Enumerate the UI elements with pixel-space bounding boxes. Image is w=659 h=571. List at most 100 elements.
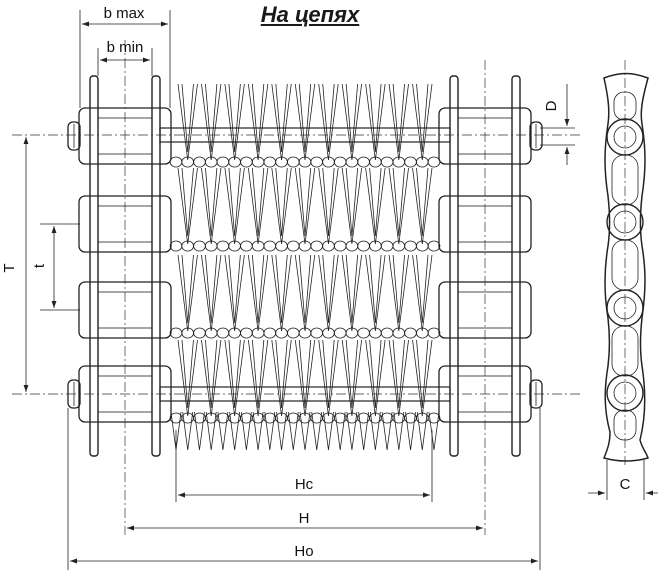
mesh-fringe (205, 411, 217, 451)
mesh-loop (169, 156, 183, 168)
mesh-loop (286, 240, 300, 252)
mesh-wire (201, 254, 222, 332)
mesh-wire (388, 339, 409, 417)
right-roller-3 (457, 291, 513, 329)
mesh-loop (357, 156, 370, 168)
left-pin-head-top (67, 121, 81, 151)
right-outer-plate-a (449, 75, 459, 457)
mesh-fringe (381, 411, 393, 451)
mesh-wire (201, 167, 222, 245)
mesh-fringe (299, 411, 311, 451)
mesh-wire (318, 254, 339, 332)
mesh-wire (201, 339, 222, 417)
mesh-fringe (323, 411, 334, 451)
label-b-max: b max (104, 5, 145, 22)
side-link-3 (611, 325, 639, 377)
mesh-loop (286, 156, 300, 168)
mesh-wire (177, 254, 198, 332)
mesh-wire (271, 254, 292, 332)
mesh-loop (380, 327, 394, 339)
wire-mesh-belt (169, 83, 441, 451)
mesh-loop (169, 327, 183, 339)
dim-hc (175, 430, 433, 502)
mesh-wire (412, 254, 433, 332)
mesh-loop (240, 156, 253, 168)
mesh-fringe (369, 411, 381, 451)
cross-rods (159, 127, 451, 402)
mesh-loop (357, 240, 370, 252)
right-pin-head-top (529, 121, 543, 151)
mesh-fringe (405, 411, 416, 451)
dim-b-max (79, 10, 171, 108)
mesh-loop (357, 327, 370, 339)
mesh-loop (169, 240, 183, 252)
mesh-fringe (358, 411, 370, 451)
mesh-wire (247, 83, 269, 161)
mesh-fringe (229, 411, 241, 451)
label-t-large: T (1, 263, 18, 272)
mesh-fringe (182, 411, 194, 451)
mesh-wire (224, 167, 245, 245)
mesh-loop (427, 240, 441, 252)
mesh-wire (412, 83, 433, 161)
mesh-loop (240, 240, 253, 252)
mesh-wire (341, 83, 363, 161)
mesh-wire (271, 167, 292, 245)
label-ho: Ho (294, 543, 313, 560)
mesh-fringe (346, 411, 358, 451)
mesh-loop (380, 240, 394, 252)
mesh-fringe (264, 411, 276, 451)
mesh-fringe (311, 411, 323, 451)
mesh-loop (216, 156, 230, 168)
mesh-wire (412, 167, 433, 245)
mesh-wire (247, 339, 269, 417)
mesh-loop (263, 327, 277, 339)
mesh-fringe (240, 411, 252, 451)
mesh-wire (271, 83, 292, 161)
mesh-loop (310, 156, 324, 168)
side-link-2 (611, 239, 639, 291)
left-outer-plate-a (89, 75, 99, 457)
mesh-wire (294, 339, 316, 417)
mesh-fringe (416, 411, 428, 451)
mesh-loop (310, 327, 324, 339)
label-t-small: t (31, 263, 48, 268)
label-hc: Hc (295, 476, 314, 493)
mesh-wire (318, 83, 339, 161)
mesh-wire (177, 167, 198, 245)
right-chain (438, 75, 543, 457)
mesh-wire (224, 83, 245, 161)
mesh-wire (177, 339, 198, 417)
centerlines (12, 40, 626, 535)
mesh-wire (365, 254, 386, 332)
mesh-wire (177, 83, 198, 161)
mesh-fringe (252, 411, 264, 451)
mesh-wire (247, 254, 269, 332)
dim-d (540, 84, 575, 165)
mesh-wire (388, 83, 409, 161)
mesh-fringe (393, 411, 405, 451)
mesh-loop (216, 240, 230, 252)
mesh-fringe (428, 411, 440, 451)
mesh-fringe (287, 411, 299, 451)
dim-b-min (97, 48, 153, 76)
mesh-wire (294, 254, 316, 332)
mesh-loop (333, 156, 347, 168)
mesh-loop (216, 327, 230, 339)
mesh-wire (388, 254, 409, 332)
mesh-wire (412, 339, 433, 417)
label-d: D (543, 100, 560, 111)
mesh-wire (341, 254, 363, 332)
mesh-wire (341, 339, 363, 417)
mesh-loop (404, 240, 417, 252)
mesh-wire (365, 339, 386, 417)
side-pin-4 (606, 374, 644, 412)
mesh-loop (404, 327, 417, 339)
mesh-wire (201, 83, 222, 161)
mesh-loop (286, 327, 300, 339)
mesh-loop (263, 240, 277, 252)
mesh-loop (193, 327, 206, 339)
mesh-loop (310, 240, 324, 252)
